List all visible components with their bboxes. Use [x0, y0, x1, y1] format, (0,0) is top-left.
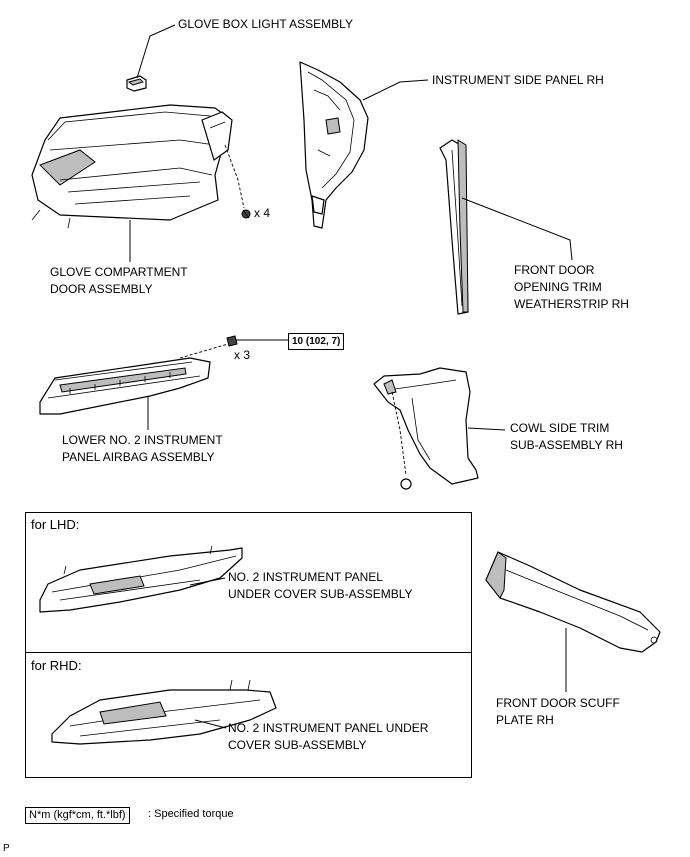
- label-glove-compartment-door-2: DOOR ASSEMBLY: [50, 282, 153, 296]
- lhd-heading: for LHD:: [31, 517, 80, 532]
- weatherstrip-part: [439, 139, 573, 315]
- glove-compartment-door-part: [31, 104, 245, 262]
- lhd-under-cover-part: [39, 545, 243, 613]
- footer-mark: P: [3, 843, 10, 854]
- label-weatherstrip-2: OPENING TRIM: [514, 280, 602, 294]
- label-lower-airbag-1: LOWER NO. 2 INSTRUMENT: [62, 433, 223, 447]
- label-cowl-side-1: COWL SIDE TRIM: [510, 421, 610, 435]
- legend-unit-box: N*m (kgf*cm, ft.*lbf): [25, 807, 130, 824]
- label-glove-compartment-door-1: GLOVE COMPARTMENT: [50, 265, 188, 279]
- legend-description: : Specified torque: [148, 808, 234, 820]
- lhd-part-label-1: NO. 2 INSTRUMENT PANEL: [228, 570, 383, 584]
- torque-spec-box: 10 (102, 7): [288, 333, 345, 350]
- label-screws-count: x 4: [254, 206, 271, 220]
- cowl-side-trim-part: [373, 367, 506, 490]
- bolt-x3-part: [226, 335, 288, 347]
- label-weatherstrip-3: WEATHERSTRIP RH: [514, 297, 629, 311]
- screw-x4-part: [241, 209, 251, 219]
- rhd-heading: for RHD:: [31, 658, 82, 673]
- variant-divider: [25, 652, 472, 653]
- label-scuff-plate-1: FRONT DOOR SCUFF: [496, 696, 620, 710]
- lhd-part-label-2: UNDER COVER SUB-ASSEMBLY: [228, 587, 413, 601]
- label-scuff-plate-2: PLATE RH: [496, 713, 554, 727]
- scuff-plate-part: [485, 551, 661, 692]
- rhd-under-cover-part: [51, 679, 277, 745]
- label-weatherstrip-1: FRONT DOOR: [514, 263, 595, 277]
- rhd-part-label-2: COVER SUB-ASSEMBLY: [228, 738, 367, 752]
- instrument-side-panel-part: [299, 61, 429, 229]
- glove-box-light-part: [126, 24, 176, 92]
- label-instrument-side-panel: INSTRUMENT SIDE PANEL RH: [432, 73, 604, 87]
- label-glove-box-light: GLOVE BOX LIGHT ASSEMBLY: [178, 17, 353, 31]
- rhd-part-label-1: NO. 2 INSTRUMENT PANEL UNDER: [228, 721, 429, 735]
- label-cowl-side-2: SUB-ASSEMBLY RH: [510, 438, 623, 452]
- label-lower-airbag-2: PANEL AIRBAG ASSEMBLY: [62, 450, 215, 464]
- lower-airbag-part: [39, 343, 229, 430]
- label-bolts-count: x 3: [234, 348, 251, 362]
- variant-frame: [25, 512, 472, 778]
